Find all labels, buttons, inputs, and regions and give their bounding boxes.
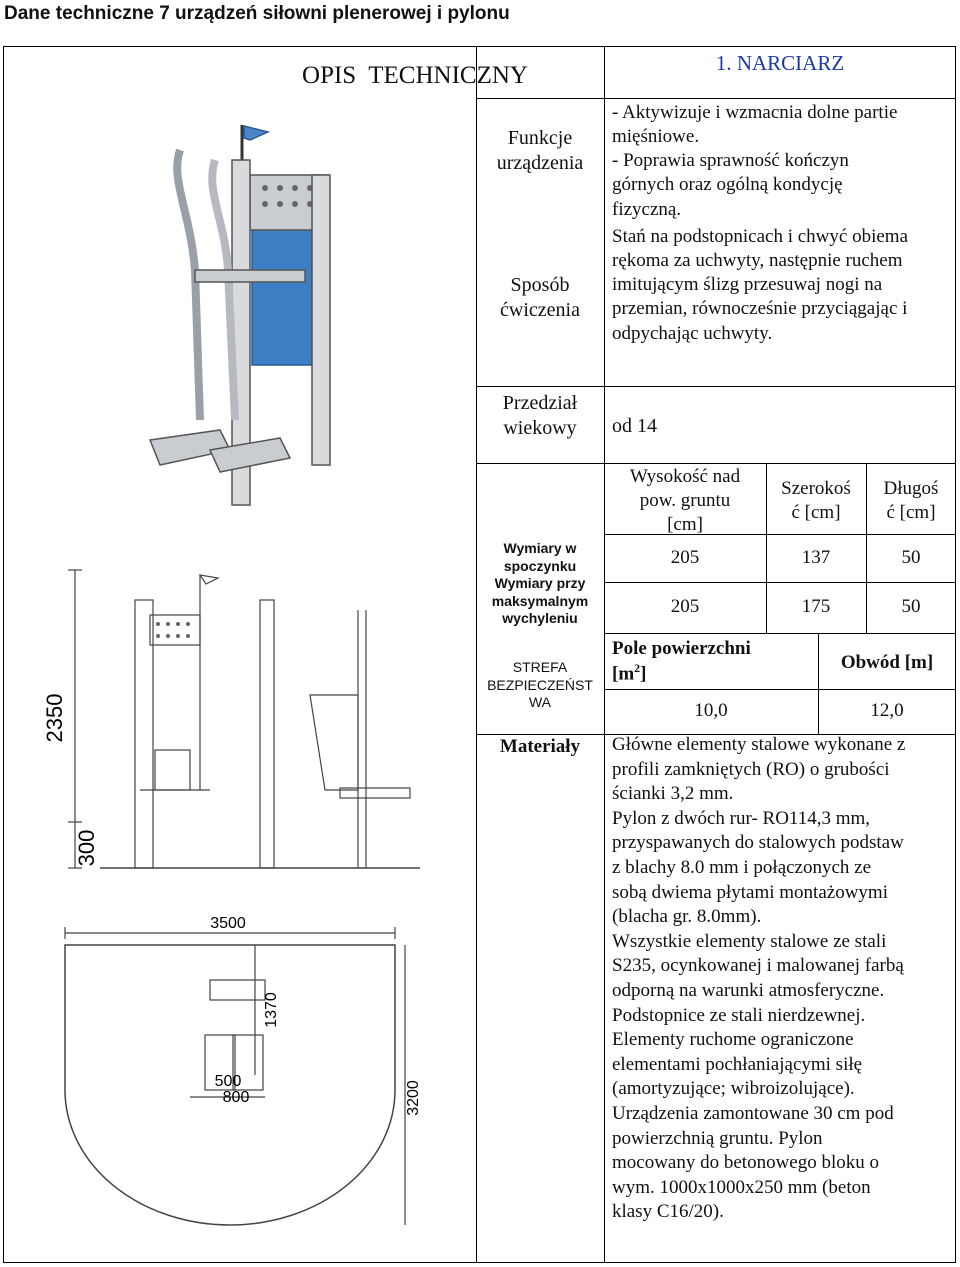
spec-table-frame — [3, 46, 956, 1263]
dim-row-4 — [604, 689, 956, 690]
max-length: 50 — [901, 596, 921, 617]
area-header: Pole powierzchni [m2] — [612, 638, 751, 685]
divider-after-sposob — [476, 386, 956, 387]
dim-zone-depth: 1370 — [263, 992, 280, 1028]
divider-title — [476, 98, 956, 99]
dim-zone-width: 3500 — [210, 915, 246, 932]
safety-zone-drawing: 3500 1370 3200 500 800 — [64, 915, 422, 1226]
area-col — [818, 633, 819, 734]
perimeter-header: Obwód [m] — [840, 652, 934, 673]
front-view-drawing: 2350 300 — [42, 569, 420, 869]
perimeter-value: 12,0 — [870, 700, 904, 721]
rest-height: 205 — [670, 547, 700, 568]
device-illustration — [148, 125, 331, 506]
dim-row-2 — [604, 582, 956, 583]
divider-after-przedzial — [476, 463, 956, 464]
area-value: 10,0 — [694, 700, 728, 721]
materialy-label: Materiały — [499, 736, 581, 757]
dim-row-1 — [604, 534, 956, 535]
dim-height-base: 300 — [74, 830, 99, 867]
dim-height-total: 2350 — [42, 694, 67, 743]
divider-left — [476, 46, 477, 1263]
przedzial-value: od 14 — [612, 415, 657, 437]
dim-device-width-2: 800 — [223, 1089, 250, 1106]
dim-zone-height: 3200 — [405, 1080, 422, 1116]
rest-width: 137 — [801, 547, 831, 568]
device-title: 1. NARCIARZ — [715, 51, 845, 75]
dim-col-2 — [866, 463, 867, 633]
max-width: 175 — [801, 596, 831, 617]
dim-device-width-1: 500 — [215, 1073, 242, 1090]
divider-after-strefa — [476, 734, 956, 735]
max-height: 205 — [670, 596, 700, 617]
rest-length: 50 — [901, 547, 921, 568]
divider-mid — [604, 46, 605, 1263]
page-heading: Dane techniczne 7 urządzeń siłowni plene… — [4, 3, 510, 24]
opis-title: OPIS TECHNICZNY — [302, 62, 528, 89]
dim-row-3 — [604, 633, 956, 634]
dim-col-1 — [766, 463, 767, 633]
